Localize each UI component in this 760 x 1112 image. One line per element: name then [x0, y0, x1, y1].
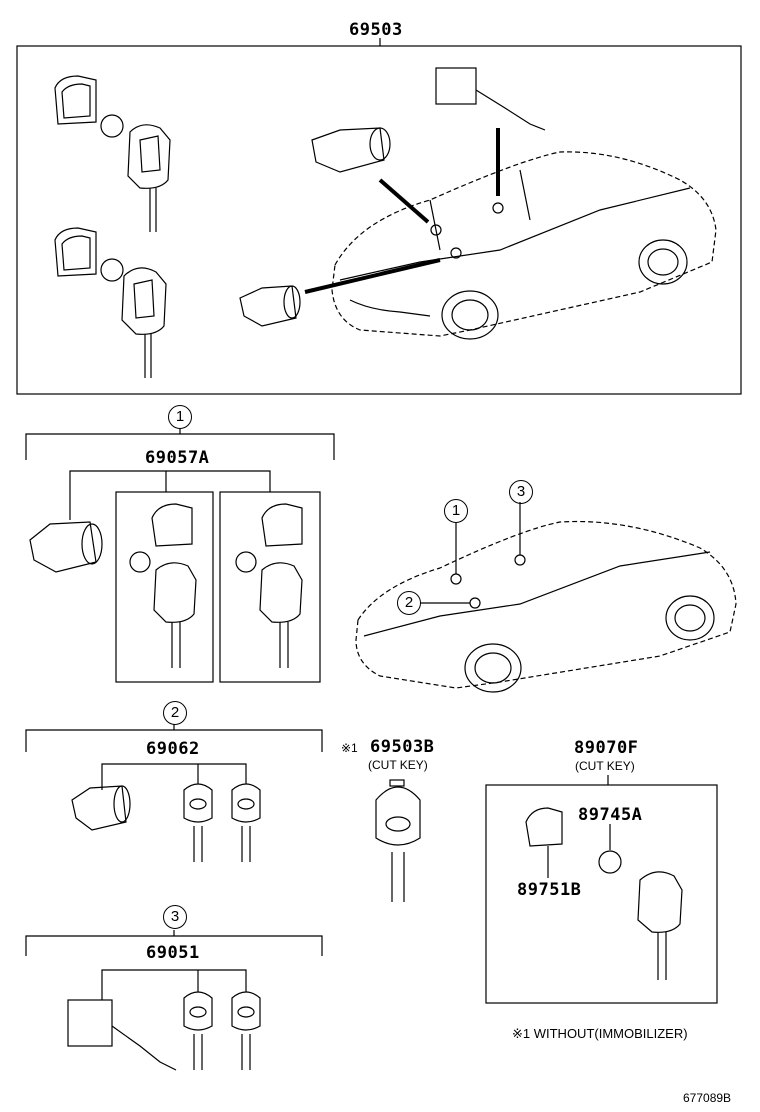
key-cover-icon	[151, 503, 193, 547]
key-icon	[183, 991, 213, 1070]
group-1-part-number: 69057A	[145, 448, 210, 468]
key-cover-icon	[525, 807, 563, 847]
battery-icon	[100, 258, 124, 282]
diagram-id: 677089B	[683, 1091, 732, 1105]
ignition-cylinder-icon	[311, 127, 391, 173]
battery-icon	[598, 850, 622, 874]
arrow-icon	[378, 178, 430, 224]
cut-key-note-mark: ※1	[341, 741, 358, 755]
group-3-part-number: 69051	[146, 943, 200, 963]
key-icon	[231, 991, 261, 1070]
group-3-marker: 3	[163, 905, 187, 929]
door-lock-cylinder-icon	[67, 999, 177, 1071]
group-2-marker: 2	[163, 701, 187, 725]
key-cover-icon	[54, 227, 97, 277]
car-illustration	[355, 502, 737, 693]
key-fob-icon	[127, 124, 171, 232]
car-callout-3: 3	[509, 480, 533, 504]
key-icon	[183, 783, 213, 862]
battery-part-number: 89745A	[578, 805, 643, 825]
cut-key-part-number: 69503B	[370, 737, 435, 757]
key-fob-icon	[259, 562, 303, 668]
key-cover-icon	[54, 75, 97, 125]
car-illustration	[331, 151, 717, 340]
key-fob-icon	[153, 562, 197, 668]
car-callout-2: 2	[397, 591, 421, 615]
transmitter-note: (CUT KEY)	[575, 759, 635, 773]
ignition-cylinder-icon	[29, 521, 103, 573]
cut-key-note: (CUT KEY)	[368, 758, 428, 772]
key-fob-icon	[121, 267, 167, 378]
main-assembly-part-number: 69503	[349, 20, 403, 40]
battery-icon	[129, 551, 151, 573]
battery-icon	[100, 114, 124, 138]
footnote: ※1 WITHOUT(IMMOBILIZER)	[512, 1026, 688, 1041]
cover-part-number: 89751B	[517, 880, 582, 900]
door-cylinder-icon	[71, 785, 131, 831]
transmitter-frame	[485, 784, 718, 1004]
key-icon	[231, 783, 261, 862]
main-assembly-frame	[16, 45, 742, 395]
door-cylinder-icon	[239, 285, 301, 327]
car-callout-1: 1	[444, 499, 468, 523]
key-cover-icon	[261, 503, 303, 547]
door-lock-cylinder-icon	[435, 67, 546, 131]
battery-icon	[235, 551, 257, 573]
group-2-part-number: 69062	[146, 739, 200, 759]
group-1-marker: 1	[168, 405, 192, 429]
arrow-icon	[304, 258, 441, 294]
transmitter-part-number: 89070F	[574, 738, 639, 758]
cut-key-icon	[375, 779, 421, 902]
key-fob-icon	[637, 871, 683, 980]
